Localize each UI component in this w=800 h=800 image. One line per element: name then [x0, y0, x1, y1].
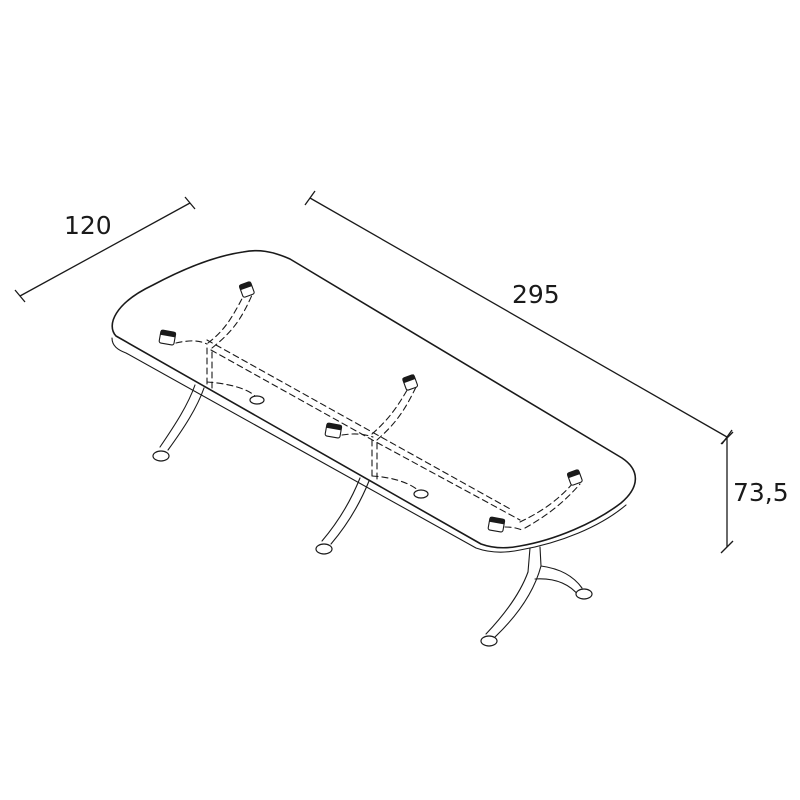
height-tick-top: [720, 431, 734, 445]
arm-middle-back-inner: [376, 386, 417, 441]
foot-right-back: [575, 588, 593, 600]
foot-pad-middle-back: [413, 489, 429, 499]
leg-middle: [315, 477, 370, 555]
depth-dimension-line: [19, 202, 191, 297]
length-dimension-line: [309, 197, 728, 438]
arm-right-front: [504, 526, 523, 531]
clip-middle-front: [324, 422, 343, 439]
depth-tick-left: [14, 289, 26, 303]
clip-middle-back: [402, 374, 419, 391]
height-tick-bottom: [720, 540, 734, 554]
leg-right: [480, 546, 593, 647]
clip-left-front: [158, 329, 177, 346]
arm-left-front: [175, 340, 208, 345]
arm-left-back: [207, 292, 246, 344]
clip-left-back: [238, 281, 255, 298]
foot-pad-left-back: [249, 395, 265, 405]
leg-right-front-outer: [485, 571, 529, 635]
beam-upper: [206, 339, 513, 511]
leg-left-inner: [167, 387, 205, 451]
foot-left: [152, 450, 170, 462]
leg-right-back-lower: [534, 578, 580, 597]
arm-left-back-inner: [211, 294, 253, 349]
depth-dimension: 120: [14, 196, 196, 303]
table-top: [111, 249, 637, 549]
leg-left-outer: [159, 384, 196, 448]
leg-middle-hidden-foot: [371, 475, 421, 493]
leg-left-hidden-foot: [206, 381, 257, 398]
length-tick-left: [304, 190, 316, 206]
arm-right-back: [519, 481, 575, 523]
clip-right-front: [487, 516, 506, 533]
hidden-frame: [175, 292, 581, 531]
leg-right-stem-left: [527, 547, 531, 573]
depth-label: 120: [64, 211, 112, 240]
length-label: 295: [512, 280, 560, 309]
clip-right-back: [566, 469, 583, 486]
leg-middle-hidden-stem: [371, 439, 378, 481]
depth-tick-right: [184, 196, 196, 210]
leg-right-back-upper: [540, 565, 583, 589]
arm-right-back-inner: [524, 483, 581, 529]
foot-middle: [315, 543, 333, 555]
leg-right-stem-right: [539, 546, 542, 567]
beam-lower: [210, 349, 521, 521]
table-top-edge: [111, 337, 627, 553]
leg-middle-outer: [321, 477, 361, 542]
foot-right-front: [480, 635, 498, 647]
leg-middle-inner: [330, 480, 370, 545]
leg-left: [152, 384, 205, 462]
arm-middle-front: [341, 433, 374, 438]
height-dimension: 73,5: [720, 431, 789, 554]
height-label: 73,5: [733, 478, 789, 507]
length-dimension: 295: [304, 190, 733, 445]
leg-right-front-inner: [494, 565, 542, 638]
